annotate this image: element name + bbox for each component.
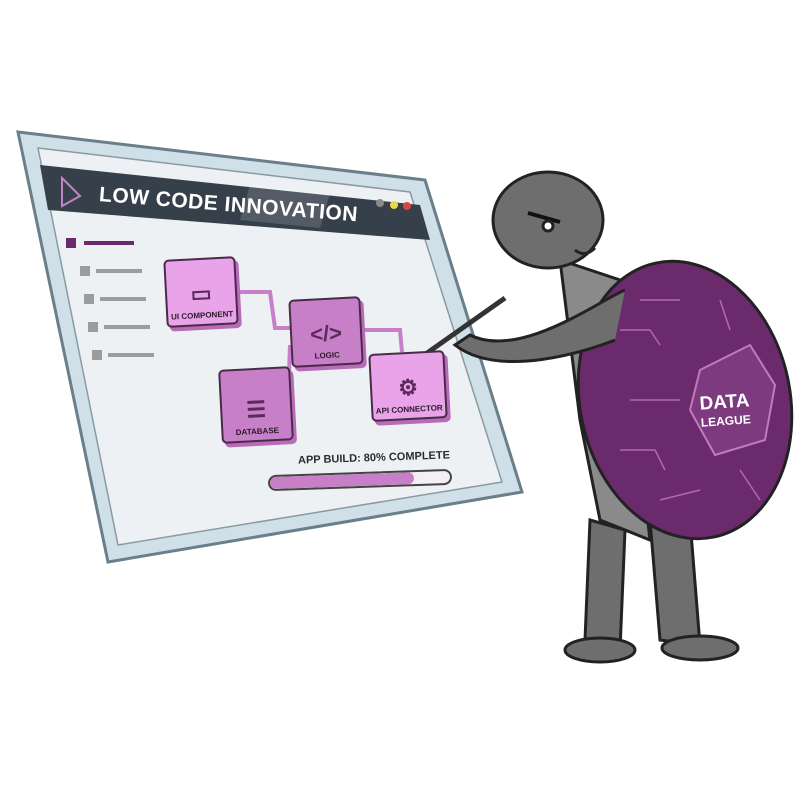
stylus <box>418 295 507 361</box>
node-database[interactable]: ☰ DATABASE <box>218 366 294 444</box>
title-bar <box>40 165 430 240</box>
gear-icon: ⚙ <box>397 374 419 401</box>
logo-icon <box>61 175 82 208</box>
turtle-leg-left <box>583 518 627 652</box>
sidebar <box>66 238 154 360</box>
window-dot-yellow <box>390 201 398 209</box>
database-icon: ☰ <box>245 396 267 423</box>
window-icon: ▭ <box>190 280 213 307</box>
turtle-mascot <box>418 170 794 664</box>
window-dot-gray <box>376 199 384 207</box>
shell-logo: DATA LEAGUE <box>698 390 752 430</box>
progress-fill <box>269 472 415 490</box>
window-dot-red <box>403 202 411 210</box>
turtle-arm <box>452 288 626 363</box>
node-api-connector[interactable]: ⚙ API CONNECTOR <box>368 350 448 422</box>
node-logic[interactable]: </> LOGIC <box>288 296 364 368</box>
code-icon: </> <box>309 320 343 347</box>
circuit-pattern <box>620 299 761 501</box>
node-ui-component[interactable]: ▭ UI COMPONENT <box>163 256 239 328</box>
